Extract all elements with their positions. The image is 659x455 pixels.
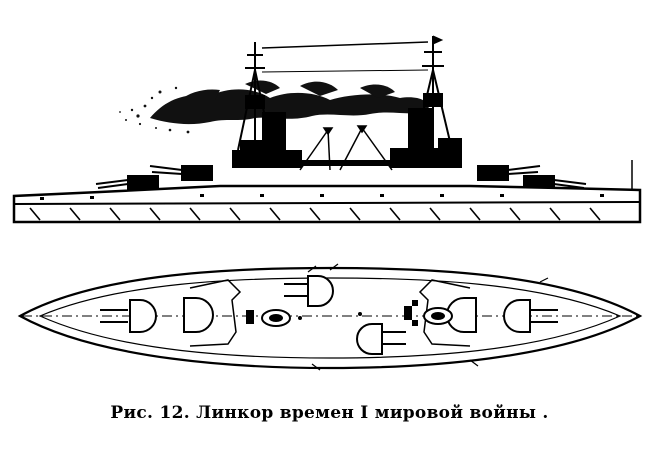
aft-superstructure-plan	[418, 279, 471, 347]
hull-portholes	[40, 194, 604, 200]
plan-details	[246, 300, 418, 326]
hull-outline-plan	[17, 266, 643, 370]
deck-edge-plan	[38, 277, 622, 359]
superstructure	[232, 138, 462, 168]
smoke-specks	[119, 86, 190, 134]
plan-view	[17, 263, 643, 371]
plan-side-marks	[307, 263, 549, 371]
battleship-illustration	[12, 35, 643, 371]
stay-wire	[261, 69, 429, 73]
side-view	[12, 35, 642, 224]
antenna-wire	[261, 41, 429, 49]
figure-caption: Рис. 12. Линкор времен I мировой войны .	[110, 403, 549, 423]
plan-funnels	[261, 307, 453, 327]
smoke-cloud	[150, 80, 429, 125]
hull-hatching	[29, 207, 601, 221]
plan-turrets	[100, 275, 558, 355]
main-mast	[413, 35, 453, 165]
forward-superstructure-plan	[189, 279, 242, 347]
armor-belt-line	[13, 201, 641, 205]
